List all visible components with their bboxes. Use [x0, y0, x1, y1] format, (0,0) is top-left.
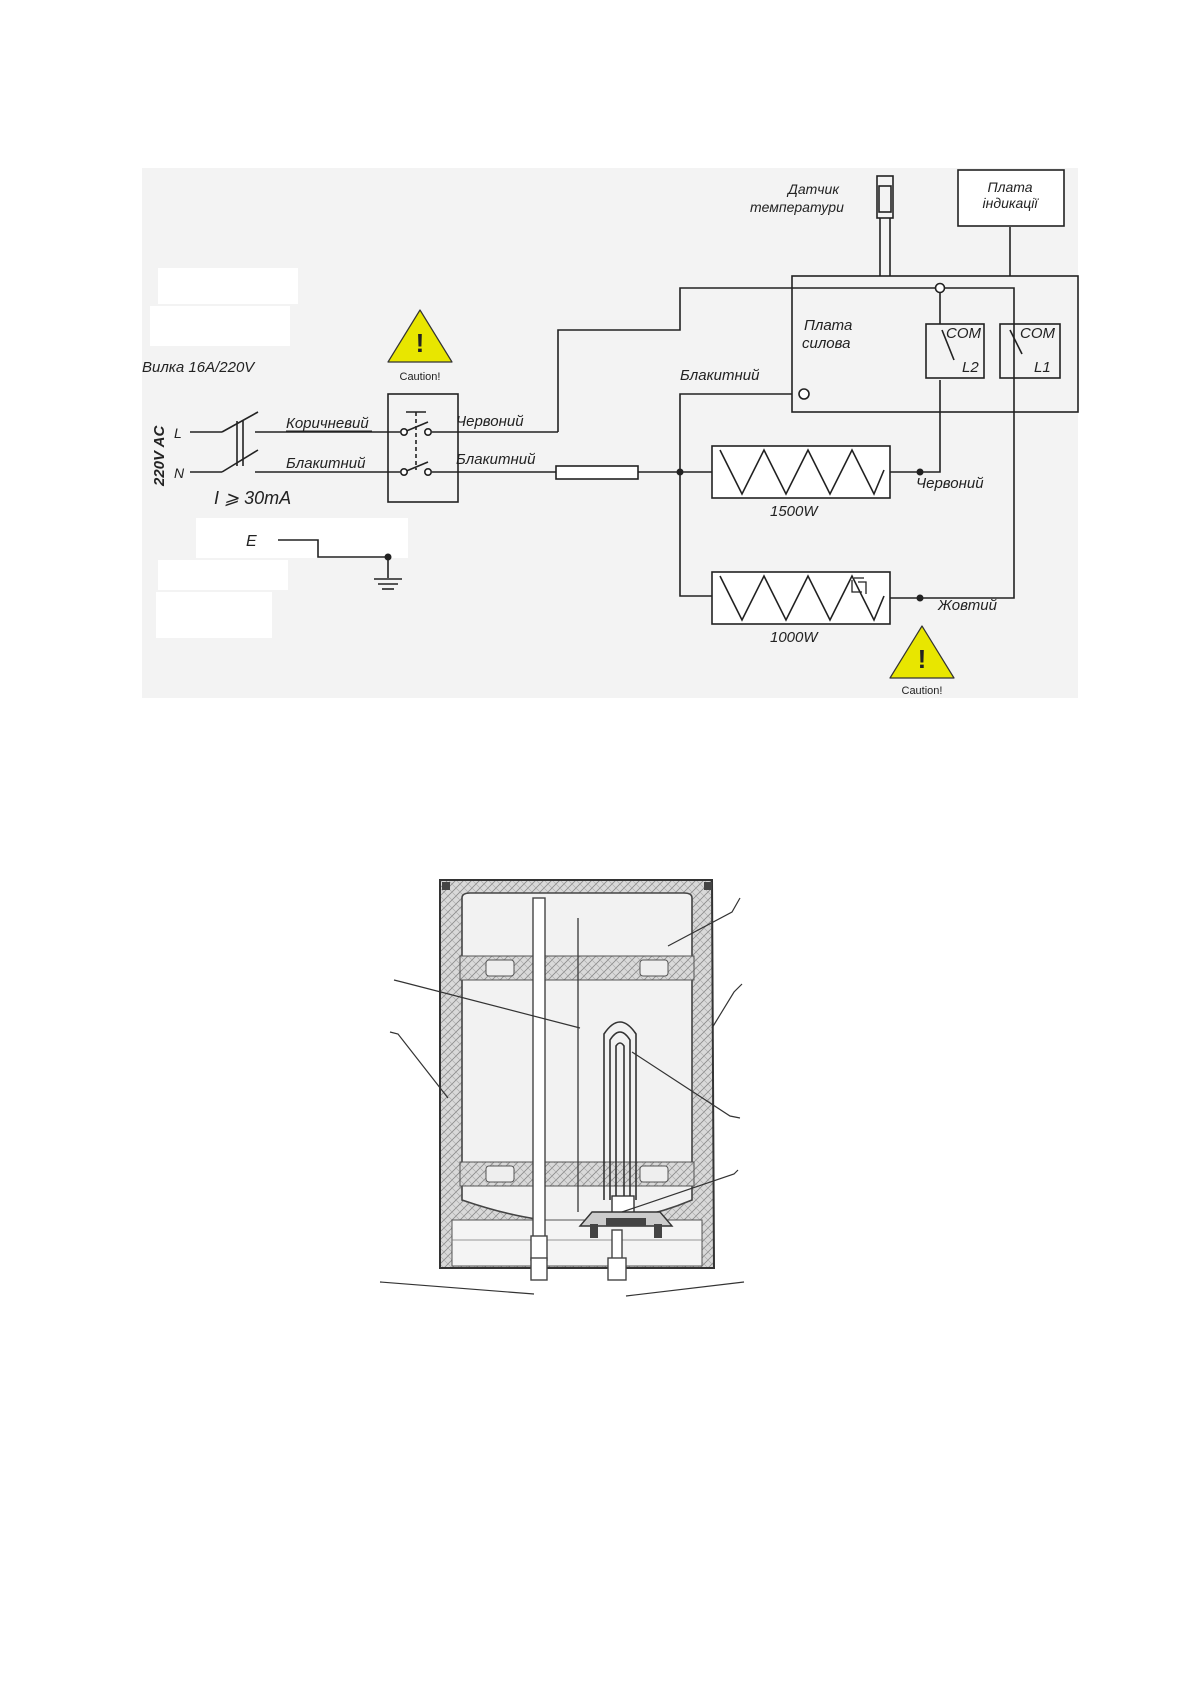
- leader-lines: [379, 897, 745, 1297]
- line-N-label: N: [174, 465, 185, 481]
- tank-cross-section: [379, 879, 745, 1297]
- voltage-label: 220V AC: [151, 425, 168, 487]
- relay-2: [999, 323, 1061, 379]
- relay-1-out-label: L2: [962, 359, 979, 376]
- heater-1500w-label: 1500W: [770, 503, 819, 520]
- temperature-sensor: [878, 185, 892, 213]
- display-board-label-1: Плата: [987, 179, 1032, 195]
- heater-1000w: [711, 571, 891, 625]
- display-board: [957, 169, 1065, 227]
- thermostat-icon: [851, 577, 867, 594]
- ground-symbol-icon: [374, 578, 402, 590]
- heating-element: [603, 1021, 637, 1200]
- wiring-diagram: ! ! Вилка 16A/220V 220V AC L N I ⩾ 30mA …: [142, 168, 1079, 698]
- caution-label-1: Caution!: [400, 371, 441, 383]
- sensor-label-line-2: температури: [750, 199, 844, 215]
- relay-1-com-label: COM: [946, 325, 982, 342]
- line-L-label: L: [174, 425, 182, 441]
- caution-label-2: Caution!: [902, 685, 943, 697]
- fuse: [555, 465, 639, 480]
- double-pole-switch: [387, 393, 459, 503]
- wire-blue-out-label: Блакитний: [456, 451, 536, 468]
- power-board: [791, 275, 1079, 413]
- diagram-background: [142, 168, 1078, 698]
- inlet-pipe: [532, 897, 546, 1239]
- heater-1500w: [711, 445, 891, 499]
- caution-mark-1: !: [416, 328, 425, 358]
- relay-2-com-label: COM: [1020, 325, 1056, 342]
- wire-red-out-label: Червоний: [456, 413, 524, 430]
- power-board-label-2: силова: [802, 335, 851, 352]
- plug-label: Вилка 16A/220V: [142, 359, 256, 376]
- wire-red-heater-label: Червоний: [916, 475, 984, 492]
- power-board-label-1: Плата: [804, 317, 852, 334]
- relay-2-out-label: L1: [1034, 359, 1051, 376]
- heater-1000w-label: 1000W: [770, 629, 819, 646]
- display-board-label-2: індикації: [983, 195, 1040, 211]
- wires: [190, 218, 1023, 599]
- relay-1: [925, 323, 985, 379]
- warning-triangle-icon: !: [387, 309, 453, 363]
- wire-yellow-heater-label: Жовтий: [937, 597, 998, 614]
- wire-blue-in-label: Блакитний: [286, 455, 366, 472]
- warning-triangle-icon: !: [889, 625, 955, 679]
- caution-mark-2: !: [918, 644, 927, 674]
- earth-label: E: [246, 533, 257, 550]
- wire-blue-board-label: Блакитний: [680, 367, 760, 384]
- rcd-label: I ⩾ 30mA: [214, 488, 291, 508]
- wire-brown-label: Коричневий: [286, 415, 369, 432]
- sensor-label-line-1: Датчик: [786, 181, 840, 197]
